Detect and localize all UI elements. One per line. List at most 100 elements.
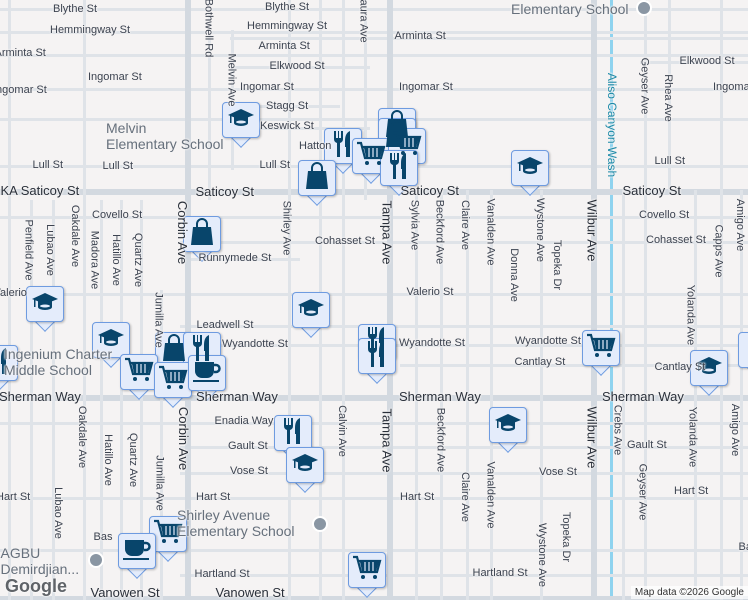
aliso-canyon-wash: [610, 0, 613, 600]
road: [100, 200, 103, 600]
road: [400, 364, 748, 367]
road: [622, 190, 625, 600]
shopping-bag-marker[interactable]: [183, 216, 221, 262]
school-marker[interactable]: [489, 407, 527, 453]
map-label: Vose St: [230, 465, 268, 477]
road: [120, 200, 123, 600]
road: [490, 190, 493, 600]
restaurant-icon: [191, 334, 213, 367]
road: [720, 0, 723, 600]
school-icon: [695, 355, 723, 382]
grocery-cart-icon: [124, 357, 154, 388]
grocery-cart-icon: [158, 365, 188, 396]
road: [8, 0, 11, 600]
school-poi-icon[interactable]: [88, 552, 104, 568]
road: [668, 0, 671, 190]
school-marker[interactable]: [222, 102, 260, 148]
road: [180, 325, 748, 328]
road: [180, 446, 748, 449]
road: [342, 0, 345, 600]
google-logo: Google: [5, 576, 67, 596]
road: [415, 190, 418, 600]
road: [0, 549, 748, 552]
map-label: Wyandotte St: [399, 337, 465, 349]
map-attribution[interactable]: Map data ©2026 Google: [630, 586, 748, 599]
road: [640, 61, 748, 64]
map-label: Hemmingway St: [50, 24, 131, 36]
map-label: Arminta St: [0, 47, 46, 59]
shopping-bag-icon: [162, 333, 186, 367]
map-label: Madora Ave: [87, 230, 100, 290]
road: [0, 497, 748, 500]
road: [160, 290, 163, 600]
grocery-cart-marker[interactable]: [582, 330, 620, 376]
shopping-bag-marker[interactable]: [298, 160, 336, 206]
road: [0, 596, 748, 600]
map-label: Arminta St: [258, 40, 310, 52]
road: [0, 88, 748, 91]
road: [0, 293, 748, 296]
school-marker[interactable]: [511, 150, 549, 196]
road: [644, 0, 647, 600]
map-label: Topeka Dr: [560, 511, 573, 563]
restaurant-marker[interactable]: [738, 332, 748, 378]
road: [208, 0, 211, 200]
road: [387, 0, 393, 600]
road: [0, 31, 748, 34]
grocery-cart-icon: [586, 333, 616, 364]
restaurant-marker[interactable]: [0, 345, 18, 391]
school-icon: [227, 107, 255, 134]
restaurant-marker[interactable]: [380, 150, 418, 196]
road: [540, 190, 543, 600]
shopping-bag-icon: [305, 161, 329, 195]
school-marker[interactable]: [690, 350, 728, 396]
restaurant-icon: [282, 417, 304, 450]
map-label: Quartz Ave: [127, 432, 140, 488]
road: [52, 200, 55, 600]
road: [288, 0, 291, 600]
road: [230, 66, 370, 69]
restaurant-marker[interactable]: [358, 338, 396, 384]
grocery-cart-icon: [392, 131, 422, 162]
map-label: Ingomar St: [713, 81, 748, 93]
road: [231, 30, 234, 170]
school-marker[interactable]: [292, 292, 330, 338]
road: [180, 241, 748, 244]
restaurant-marker[interactable]: [274, 415, 312, 461]
map-label: Ingomar St: [399, 81, 453, 93]
school-marker[interactable]: [92, 322, 130, 368]
school-icon: [31, 291, 59, 318]
map-label: Hartland St: [472, 567, 528, 579]
coffee-cup-marker[interactable]: [188, 355, 226, 401]
map-label: Oakdale Ave: [69, 204, 82, 268]
school-poi-icon[interactable]: [636, 0, 652, 16]
school-icon: [516, 155, 544, 182]
map-label: Beckford Ave: [432, 199, 445, 265]
road: [180, 258, 300, 261]
grocery-cart-marker[interactable]: [348, 552, 386, 598]
road: [180, 472, 748, 475]
road: [0, 422, 748, 425]
school-poi-icon[interactable]: [312, 516, 328, 532]
coffee-cup-icon: [122, 537, 152, 566]
grocery-cart-marker[interactable]: [120, 354, 158, 400]
road: [0, 395, 748, 401]
road: [180, 344, 748, 347]
school-marker[interactable]: [26, 286, 64, 332]
map-label: Shirley Avenue Elementary School: [177, 507, 295, 539]
school-marker[interactable]: [286, 447, 324, 493]
coffee-cup-marker[interactable]: [118, 533, 156, 579]
road: [180, 574, 748, 577]
road: [230, 37, 748, 40]
road: [364, 0, 367, 200]
road: [0, 54, 748, 57]
restaurant-icon: [0, 347, 10, 380]
road: [740, 190, 743, 600]
road: [440, 190, 443, 600]
road: [0, 118, 748, 121]
road: [83, 0, 86, 600]
grocery-cart-icon: [356, 141, 386, 172]
grocery-cart-marker[interactable]: [154, 362, 192, 408]
road: [694, 190, 697, 600]
